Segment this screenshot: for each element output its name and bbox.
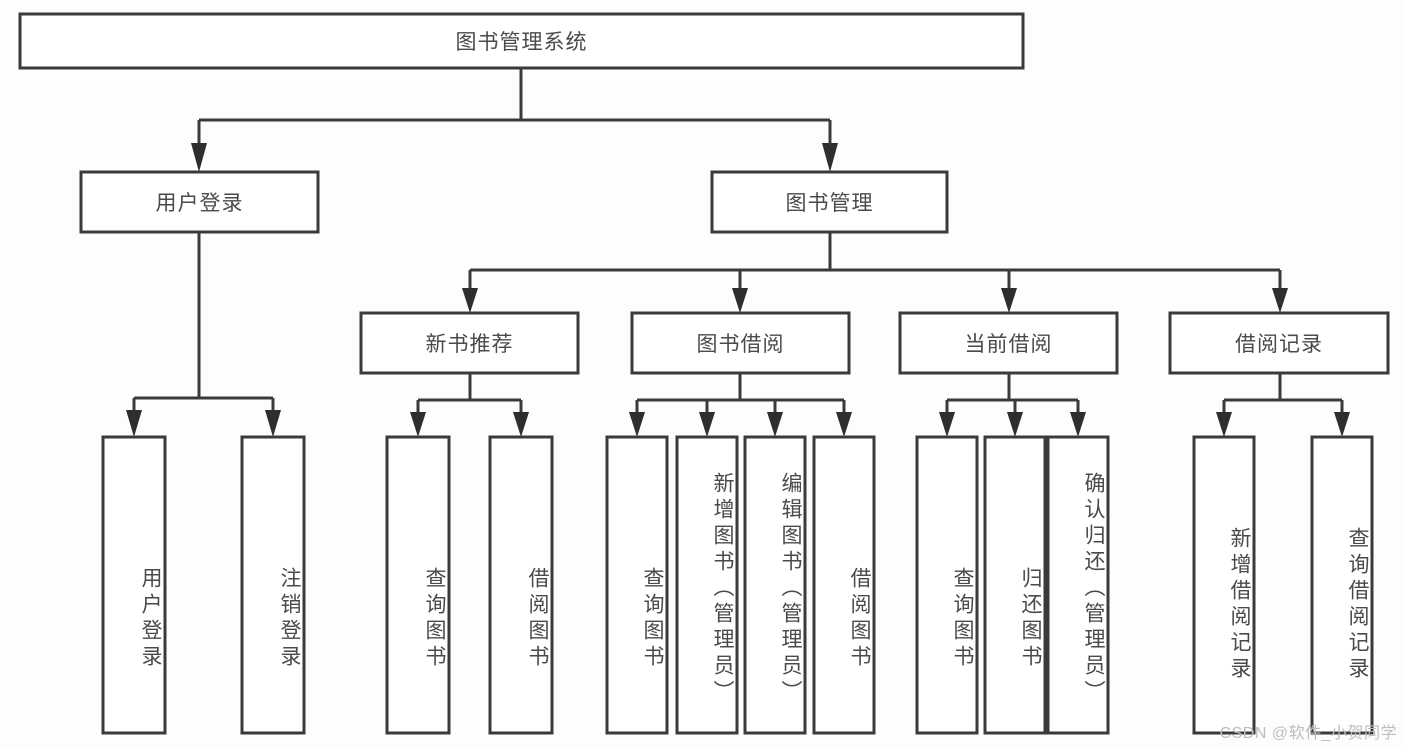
arrow-nbr-leaf-1: [410, 412, 426, 437]
arrow-bb-leaf-1: [629, 412, 645, 437]
arrow-to-leaf-user-login: [126, 410, 142, 437]
leaf-book-borrow-4[interactable]: [812, 435, 876, 735]
arrow-to-leaf-logout: [265, 410, 281, 437]
node-current-borrow[interactable]: [898, 311, 1119, 375]
leaf-borrow-record-1[interactable]: [1192, 435, 1256, 735]
arrow-nbr-leaf-2: [513, 412, 529, 437]
arrow-bb-leaf-3: [767, 412, 783, 437]
leaf-user-login-2[interactable]: [240, 435, 306, 735]
leaf-borrow-record-2[interactable]: [1310, 435, 1374, 735]
arrow-to-book-manage: [822, 143, 838, 172]
node-root[interactable]: [18, 12, 1025, 70]
leaf-book-borrow-3[interactable]: [743, 435, 807, 735]
leaf-current-borrow-3[interactable]: [1046, 435, 1110, 735]
arrow-to-current-borrow: [1001, 288, 1017, 313]
leaf-book-borrow-1[interactable]: [605, 435, 669, 735]
arrow-br-leaf-2: [1334, 412, 1350, 437]
arrow-to-book-borrow: [732, 288, 748, 313]
node-book-manage[interactable]: [710, 170, 949, 234]
node-user-login[interactable]: [79, 170, 320, 234]
arrow-br-leaf-1: [1216, 412, 1232, 437]
leaf-new-book-rec-1[interactable]: [385, 435, 451, 735]
arrow-cb-leaf-3: [1070, 412, 1086, 437]
arrow-bb-leaf-2: [699, 412, 715, 437]
leaf-new-book-rec-2[interactable]: [488, 435, 554, 735]
arrow-to-new-book-rec: [462, 288, 478, 313]
leaf-current-borrow-1[interactable]: [915, 435, 979, 735]
node-borrow-record[interactable]: [1168, 311, 1390, 375]
watermark-label: CSDN @软件_小贺同学: [1219, 725, 1397, 742]
leaf-user-login-1[interactable]: [101, 435, 167, 735]
node-book-borrow[interactable]: [630, 311, 851, 375]
arrow-cb-leaf-2: [1007, 412, 1023, 437]
leaf-current-borrow-2[interactable]: [983, 435, 1047, 735]
node-new-book-rec[interactable]: [359, 311, 580, 375]
arrow-to-borrow-record: [1272, 288, 1288, 313]
arrow-bb-leaf-4: [836, 412, 852, 437]
leaf-book-borrow-2[interactable]: [675, 435, 739, 735]
arrow-cb-leaf-1: [939, 412, 955, 437]
arrow-to-user-login: [191, 143, 207, 172]
